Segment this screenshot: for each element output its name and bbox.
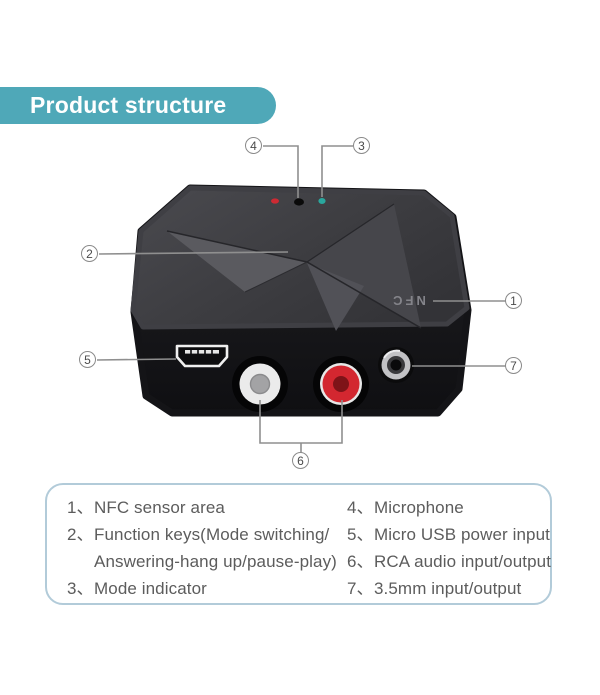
legend-item-7: 7、3.5mm input/output <box>347 575 547 602</box>
legend-item-2-continued: Answering-hang up/pause-play) <box>67 548 345 575</box>
page-title-banner: Product structure <box>0 87 276 124</box>
legend-item-text: Microphone <box>374 498 464 517</box>
legend-item-number: 2、 <box>67 525 94 544</box>
callout-7-aux: 7 <box>505 357 522 374</box>
legend-right-column: 4、Microphone 5、Micro USB power input 6、R… <box>347 494 551 602</box>
leader-4 <box>263 145 299 198</box>
callout-leader-lines <box>96 145 506 453</box>
rca-white-port <box>232 356 288 412</box>
legend-item-5: 5、Micro USB power input <box>347 521 550 548</box>
callout-1-nfc-area: 1 <box>505 292 522 309</box>
callout-5-micro-usb: 5 <box>79 351 96 368</box>
leader-5 <box>96 358 177 361</box>
aux-3-5mm-port <box>378 347 414 383</box>
legend-item-number: 1、 <box>67 498 94 517</box>
microphone-hole <box>294 198 304 206</box>
legend-item-number: 4、 <box>347 498 374 517</box>
legend-item-2: 2、Function keys(Mode switching/ <box>67 521 345 548</box>
callout-4-microphone: 4 <box>245 137 262 154</box>
legend-item-text: Mode indicator <box>94 579 207 598</box>
legend-item-number: 6、 <box>347 552 374 571</box>
micro-usb-port <box>175 344 229 368</box>
legend-box: 1、NFC sensor area 2、Function keys(Mode s… <box>45 483 552 605</box>
legend-left-column: 1、NFC sensor area 2、Function keys(Mode s… <box>67 494 345 602</box>
legend-item-6: 6、RCA audio input/output <box>347 548 551 575</box>
top-facet-lower <box>307 263 364 331</box>
legend-item-text: Micro USB power input <box>374 525 550 544</box>
legend-item-text: 3.5mm input/output <box>374 579 522 598</box>
legend-item-text: RCA audio input/output <box>374 552 552 571</box>
nfc-label: NFC <box>390 293 426 308</box>
leader-2 <box>98 251 289 255</box>
legend-item-3: 3、Mode indicator <box>67 575 345 602</box>
callout-3-mode-indicator: 3 <box>353 137 370 154</box>
top-facet-light <box>167 231 307 292</box>
leader-3 <box>321 145 353 197</box>
legend-item-text: NFC sensor area <box>94 498 225 517</box>
callout-2-function-keys: 2 <box>81 245 98 262</box>
facet-crease-line2 <box>306 203 395 263</box>
mode-indicator-teal-led <box>318 198 326 204</box>
facet-crease-line3 <box>244 261 308 293</box>
legend-item-1: 1、NFC sensor area <box>67 494 345 521</box>
rca-red-port <box>313 356 369 412</box>
legend-item-number: 7、 <box>347 579 374 598</box>
legend-item-4: 4、Microphone <box>347 494 547 521</box>
legend-item-text: Answering-hang up/pause-play) <box>94 552 337 571</box>
legend-item-text: Function keys(Mode switching/ <box>94 525 330 544</box>
top-facet-right <box>307 204 421 328</box>
callout-6-rca: 6 <box>292 452 309 469</box>
mode-indicator-red-led <box>271 198 279 204</box>
legend-item-number: 5、 <box>347 525 374 544</box>
legend-item-number: 3、 <box>67 579 94 598</box>
